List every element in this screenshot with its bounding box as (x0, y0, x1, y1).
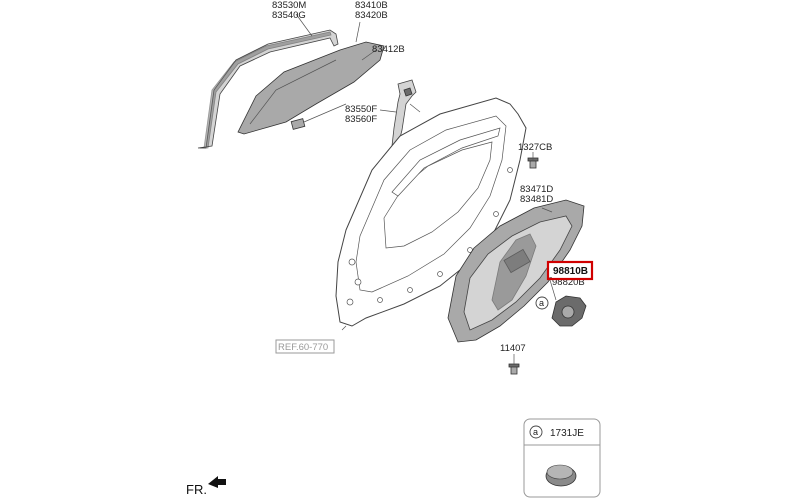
label-83530m: 83530M (272, 0, 306, 11)
label-83471d: 83471D (520, 184, 553, 195)
label-11407: 11407 (500, 343, 526, 354)
label-83412b: 83412B (372, 44, 405, 55)
front-arrow-icon (208, 476, 226, 488)
legend-part: 1731JE (550, 428, 584, 439)
label-83410b: 83410B (355, 0, 388, 11)
leader-lines (295, 13, 557, 364)
plug-icon (545, 464, 577, 487)
label-83420b: 83420B (355, 10, 388, 21)
label-98820b: 98820B (552, 277, 585, 288)
highlight-box (546, 260, 594, 281)
label-83560f: 83560F (345, 114, 377, 125)
legend-box: a 1731JE (523, 418, 601, 498)
door-frame (335, 97, 527, 327)
door-glass (237, 41, 385, 135)
reference-text: REF.60-770 (278, 342, 328, 353)
legend-key: a (533, 427, 538, 437)
module-panel (447, 199, 585, 343)
label-83550f: 83550F (345, 104, 377, 115)
label-98810b: 98810B (553, 266, 588, 277)
label-1327cb: 1327CB (518, 142, 552, 153)
regulator-motor (551, 295, 587, 327)
reference-tag (275, 339, 335, 354)
fastener-11407 (508, 363, 520, 375)
window-run-channel (197, 29, 339, 149)
front-label: FR. (186, 482, 207, 497)
label-83540g: 83540G (272, 10, 306, 21)
label-83481d: 83481D (520, 194, 553, 205)
callout-letter: a (539, 298, 544, 308)
callout-circle (535, 296, 549, 310)
